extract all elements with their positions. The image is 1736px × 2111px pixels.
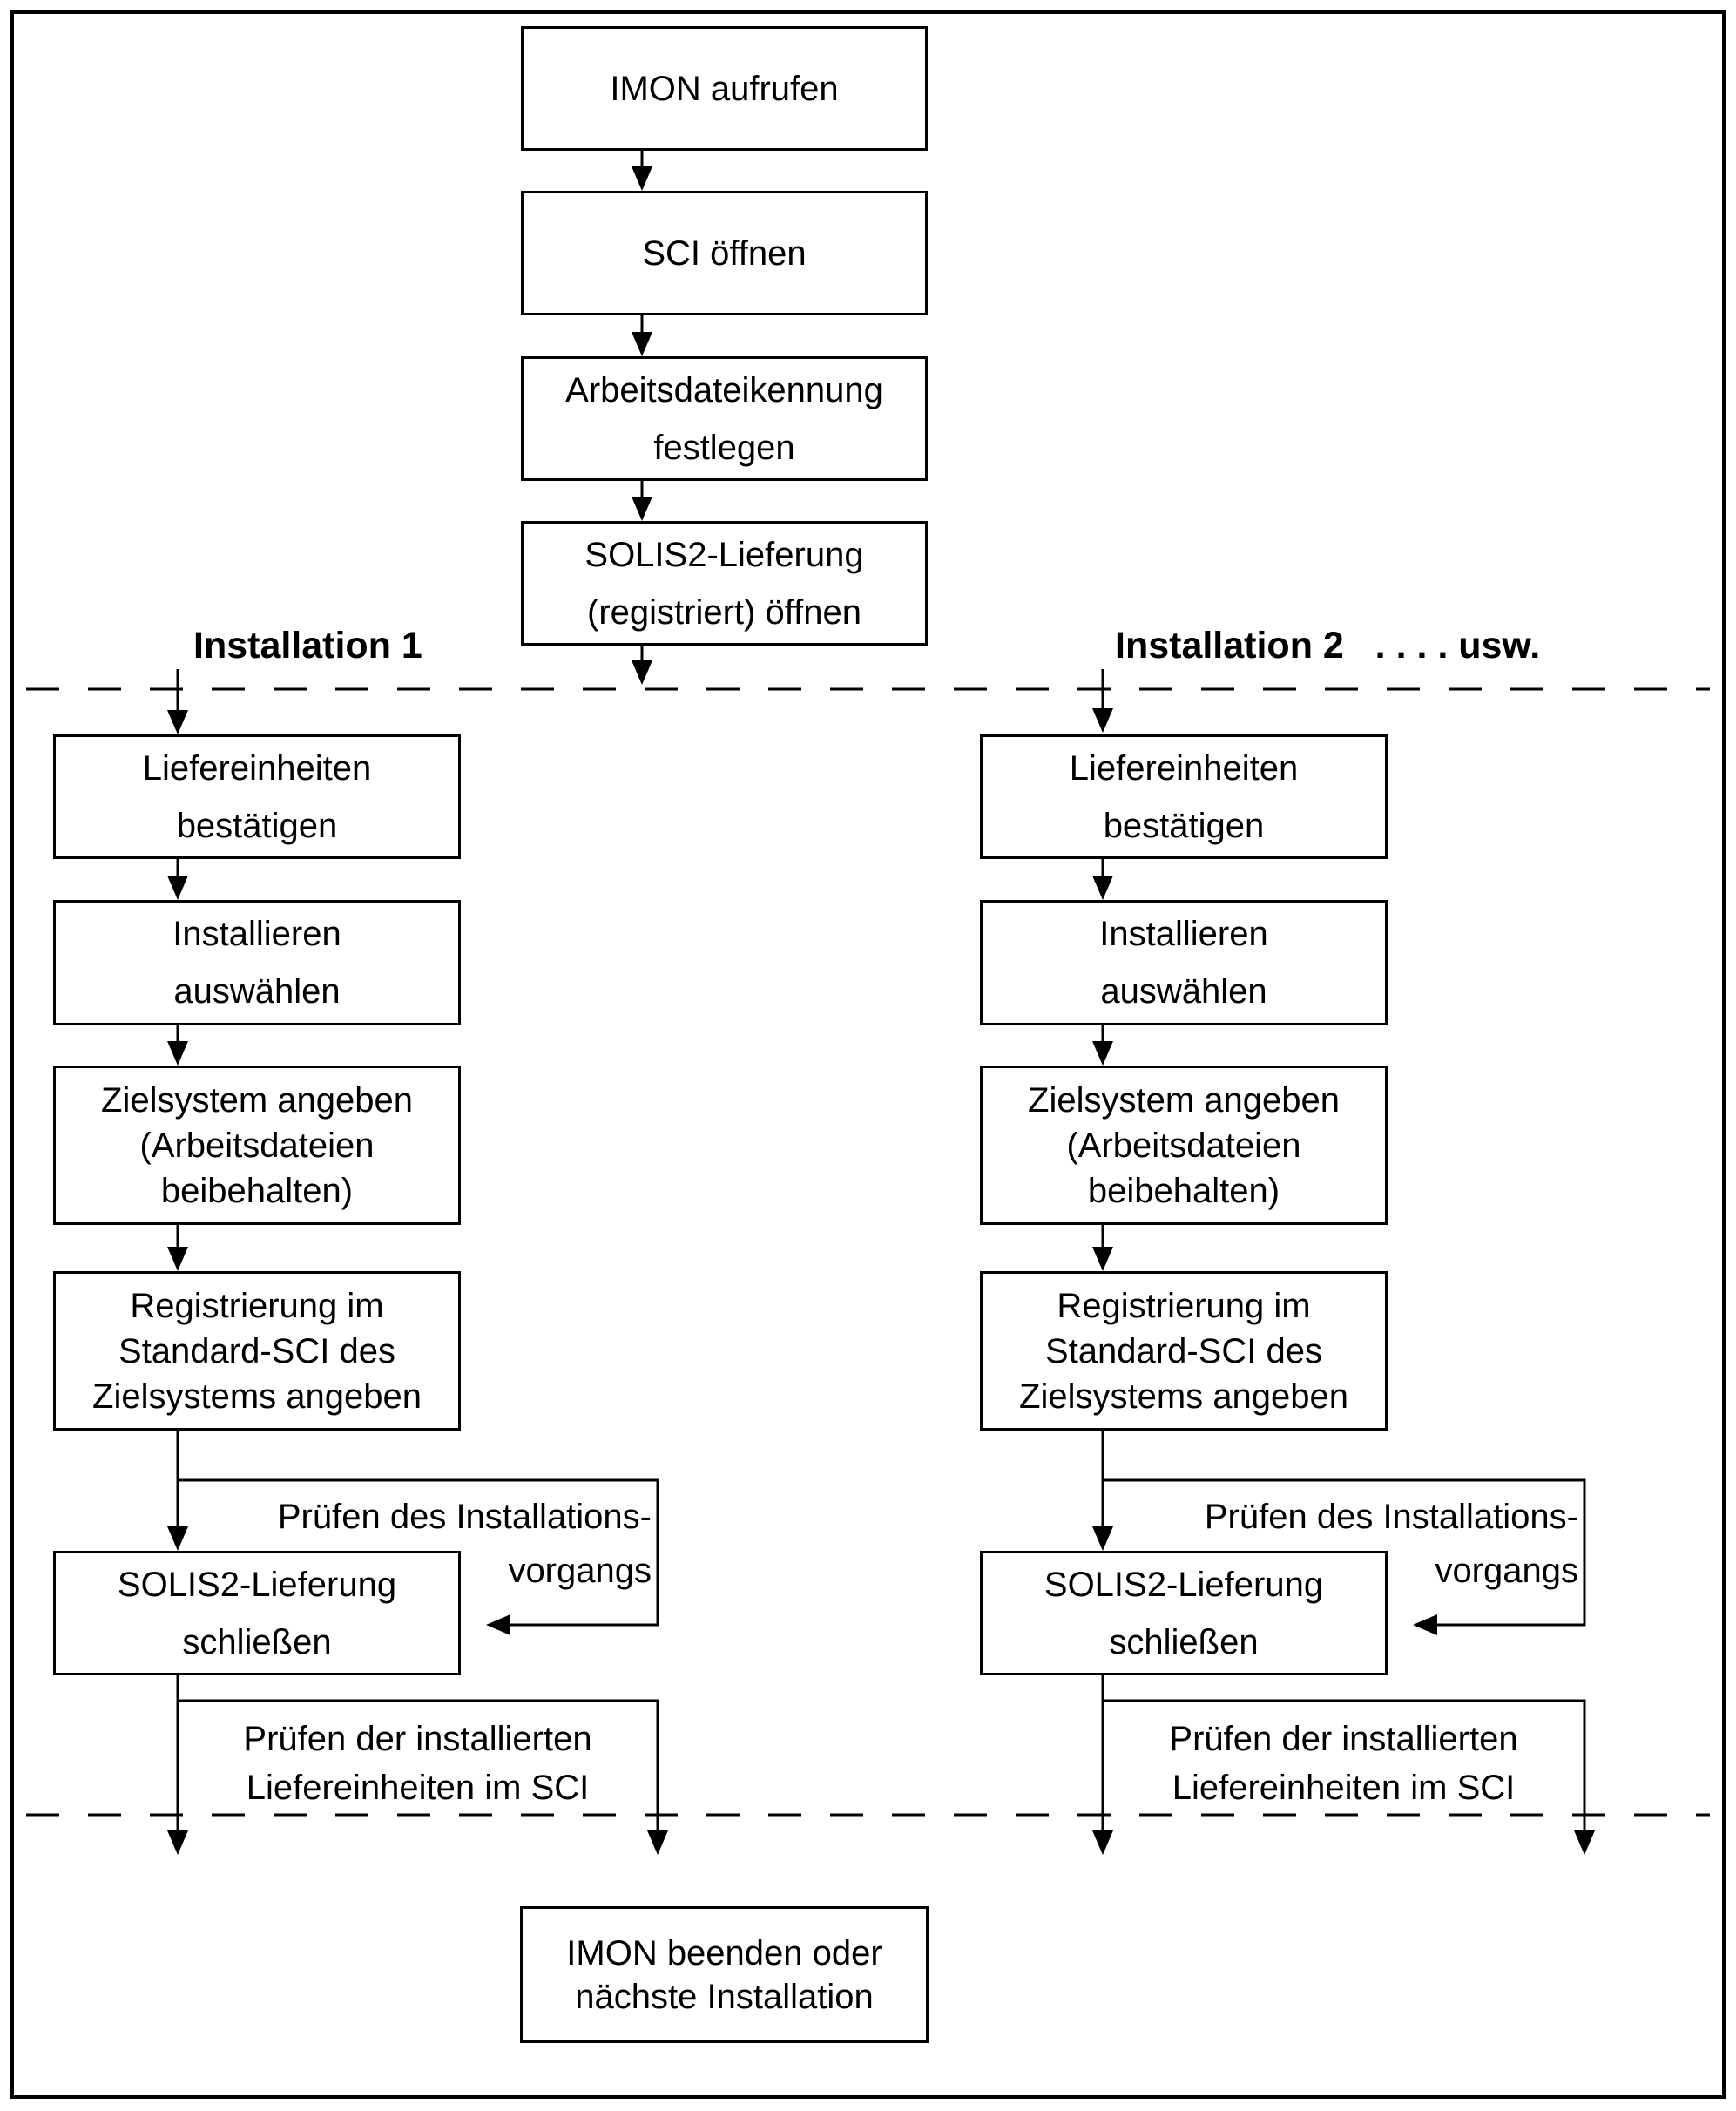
step-box-imon-aufrufen: IMON aufrufen [521, 26, 928, 151]
outer-border [10, 10, 1726, 2099]
annotation-pruefen-liefereinheiten-2: Prüfen der installierten Liefereinheiten… [1169, 1720, 1518, 1807]
step-box-installieren-auswaehlen-1: Installieren auswählen [53, 900, 461, 1025]
loop-bracket-right [1103, 1478, 1595, 1855]
column-label-installation-2: Installation 2 . . . . usw. [1115, 625, 1541, 666]
step-box-liefereinheiten-bestaetigen-2: Liefereinheiten bestätigen [980, 734, 1388, 859]
arrows-left-column [167, 669, 188, 1855]
annotation-pruefen-installationsvorgang-1: Prüfen des Installations- vorgangs [277, 1498, 652, 1590]
step-box-zielsystem-angeben-2: Zielsystem angeben (Arbeitsdateien beibe… [980, 1066, 1388, 1225]
step-box-registrierung-angeben-1: Registrierung im Standard-SCI des Zielsy… [53, 1271, 461, 1431]
step-box-liefereinheiten-bestaetigen-1: Liefereinheiten bestätigen [53, 734, 461, 859]
step-box-registrierung-angeben-2: Registrierung im Standard-SCI des Zielsy… [980, 1271, 1388, 1431]
column-label-installation-1: Installation 1 [193, 625, 422, 666]
step-box-solis2-lieferung-oeffnen: SOLIS2-Lieferung (registriert) öffnen [521, 521, 928, 646]
step-box-zielsystem-angeben-1: Zielsystem angeben (Arbeitsdateien beibe… [53, 1066, 461, 1225]
step-box-solis2-lieferung-schliessen-2: SOLIS2-Lieferung schließen [980, 1551, 1388, 1675]
arrows-center-column [632, 149, 652, 685]
step-box-arbeitsdateikennung-festlegen: Arbeitsdateikennung festlegen [521, 356, 928, 481]
step-box-imon-beenden: IMON beenden oder nächste Installation [520, 1906, 929, 2043]
arrows-right-column [1092, 669, 1113, 1855]
annotation-pruefen-installationsvorgang-2: Prüfen des Installations- vorgangs [1204, 1498, 1578, 1590]
loop-bracket-left [178, 1478, 668, 1855]
step-box-sci-oeffnen: SCI öffnen [521, 191, 928, 315]
annotation-pruefen-liefereinheiten-1: Prüfen der installierten Liefereinheiten… [243, 1720, 592, 1807]
step-box-installieren-auswaehlen-2: Installieren auswählen [980, 900, 1388, 1025]
step-box-solis2-lieferung-schliessen-1: SOLIS2-Lieferung schließen [53, 1551, 461, 1675]
